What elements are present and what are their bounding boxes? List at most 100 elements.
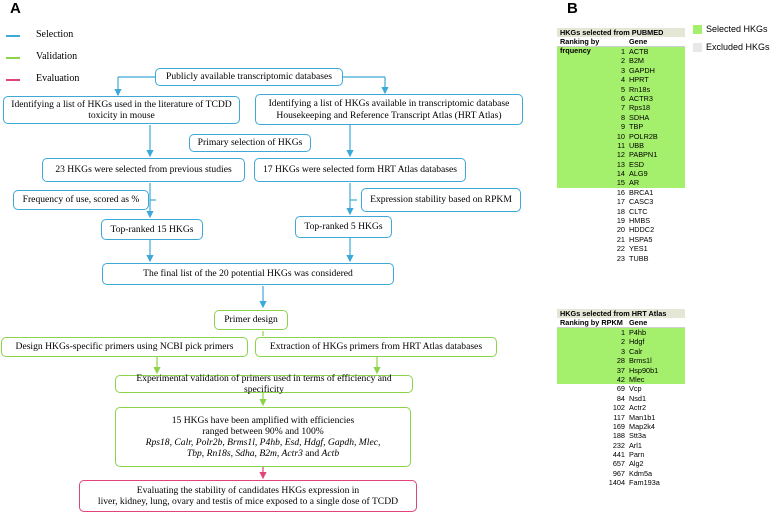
amplified-genes-line-1: Rps18, Calr, Polr2b, Brms1l, P4hb, Esd, … — [145, 437, 381, 448]
box-selected-17: 17 HKGs were selected form HRT Atlas dat… — [254, 158, 466, 182]
row-gene: Map2k4 — [629, 421, 655, 431]
row-rank: 4 — [620, 75, 625, 85]
legend-selection-label: Selection — [36, 29, 74, 40]
table-row: 84 Nsd1 — [557, 394, 685, 403]
row-gene: BRCA1 — [629, 187, 654, 197]
panel-b-letter: B — [567, 0, 578, 17]
table-row: 169 Map2k4 — [557, 422, 685, 431]
row-gene: ALG9 — [629, 169, 648, 179]
row-gene: Hdgf — [629, 337, 645, 347]
row-rank: 28 — [616, 356, 625, 366]
row-gene: ACTB — [629, 47, 649, 56]
legend-excluded-label: Excluded HKGs — [706, 42, 770, 52]
panel-a-letter: A — [10, 0, 21, 17]
row-rank: 1404 — [608, 478, 625, 488]
row-rank: 17 — [616, 197, 625, 207]
table-row: 232 Arl1 — [557, 441, 685, 450]
row-rank: 84 — [616, 393, 625, 403]
row-rank: 232 — [612, 440, 625, 450]
row-rank: 3 — [620, 346, 625, 356]
legend-selected-label: Selected HKGs — [706, 24, 768, 34]
row-gene: Kdm5a — [629, 468, 653, 478]
row-rank: 1 — [620, 328, 625, 337]
pubmed-table-header: Ranking by frquency Gene — [557, 37, 685, 55]
hrt-table: HKGs selected from HRT Atlas Ranking by … — [557, 309, 685, 488]
amplified-genes-part-b: Tbp, Rn18s, Sdha, B2m, Actr3 — [186, 448, 303, 460]
box-transcriptomic-databases: Publicly available transcriptomic databa… — [155, 68, 343, 86]
hrt-table-header: Ranking by RPKM Gene — [557, 318, 685, 328]
row-gene: Parn — [629, 450, 645, 460]
legend-evaluation-label: Evaluation — [36, 73, 80, 84]
box-top-ranked-5: Top-ranked 5 HKGs — [295, 216, 392, 238]
row-rank: 23 — [616, 253, 625, 263]
row-gene: HMBS — [629, 216, 651, 226]
row-rank: 9 — [620, 122, 625, 132]
row-rank: 14 — [616, 169, 625, 179]
row-gene: Nsd1 — [629, 393, 647, 403]
row-rank: 117 — [613, 412, 625, 422]
row-rank: 7 — [620, 103, 625, 113]
row-rank: 5 — [620, 84, 625, 94]
row-rank: 6 — [620, 93, 625, 103]
row-rank: 42 — [616, 374, 625, 384]
row-gene: TBP — [629, 122, 644, 132]
row-rank: 22 — [616, 244, 625, 254]
legend-evaluation-line — [6, 79, 20, 81]
row-rank: 15 — [616, 178, 625, 188]
pubmed-table-title: HKGs selected from PUBMED — [557, 28, 685, 37]
row-gene: Arl1 — [629, 440, 642, 450]
evaluating-line-1: Evaluating the stability of candidates H… — [136, 484, 360, 496]
amplified-line-2: ranged between 90% and 100% — [202, 425, 324, 437]
box-hrt-extraction: Extraction of HKGs primers from HRT Atla… — [255, 337, 497, 357]
row-gene: Fam193a — [629, 478, 660, 488]
row-gene: POLR2B — [629, 131, 658, 141]
box-selected-23: 23 HKGs were selected from previous stud… — [42, 158, 245, 182]
amplified-line-1: 15 HKGs have been amplified with efficie… — [171, 414, 355, 426]
table-row: 1 P4hb — [557, 328, 685, 338]
row-rank: 169 — [612, 421, 625, 431]
box-hrt-atlas-hkgs: Identifying a list of HKGs available in … — [255, 94, 523, 125]
row-rank: 12 — [616, 150, 625, 160]
row-rank: 21 — [616, 234, 625, 244]
table-row: 1 ACTB — [557, 47, 685, 57]
box-ncbi-primers: Design HKGs-specific primers using NCBI … — [1, 337, 248, 357]
box-amplified-15-hkgs: 15 HKGs have been amplified with efficie… — [115, 407, 411, 467]
row-rank: 20 — [616, 225, 625, 235]
hrt-col-gene: Gene — [629, 318, 648, 327]
box-final-20-hkgs: The final list of the 20 potential HKGs … — [102, 263, 394, 285]
box-primer-design: Primer design — [214, 310, 288, 330]
row-gene: CASC3 — [629, 197, 654, 207]
amplified-genes-part-c: Actb — [321, 448, 340, 460]
box-evaluating-stability: Evaluating the stability of candidates H… — [79, 480, 417, 512]
row-rank: 8 — [620, 112, 625, 122]
row-rank: 10 — [616, 131, 625, 141]
row-rank: 1 — [620, 47, 625, 56]
row-gene: P4hb — [629, 328, 647, 337]
row-gene: Vcp — [629, 384, 642, 394]
row-gene: UBB — [629, 140, 645, 150]
